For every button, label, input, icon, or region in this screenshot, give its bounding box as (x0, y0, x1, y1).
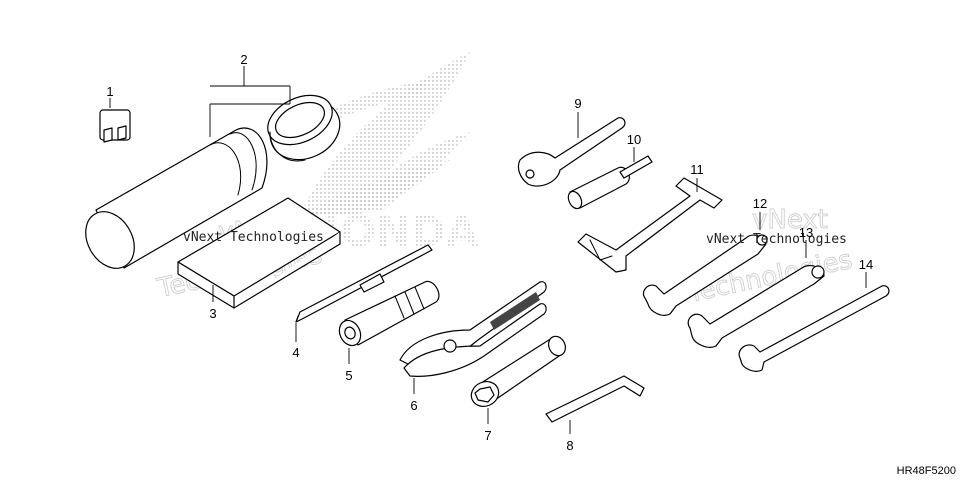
part-9-pin-spanner (517, 117, 626, 187)
watermark-word1-right: vNext (752, 205, 828, 235)
callout-12: 12 (753, 196, 767, 211)
callout-13: 13 (799, 225, 813, 240)
part-4-screwdriver (295, 244, 433, 323)
part-11-frame-wrench (577, 177, 723, 273)
part-7-box-wrench (470, 335, 566, 407)
callout-2: 2 (240, 52, 247, 67)
callout-3: 3 (209, 306, 216, 321)
callout-7: 7 (484, 428, 491, 443)
callout-9: 9 (574, 96, 581, 111)
part-12-wrench (642, 234, 768, 316)
callout-11: 11 (690, 162, 704, 177)
part-14-bar-wrench (738, 285, 890, 372)
part-1-fuse (99, 109, 131, 143)
part-2-band (267, 94, 341, 162)
callout-14: 14 (859, 257, 873, 272)
part-13-wrench (687, 264, 825, 348)
diagram-code: HR48F5200 (897, 465, 956, 477)
part-6-pliers (399, 281, 547, 377)
part-2-tool-bag (85, 127, 268, 269)
callout-8: 8 (566, 438, 573, 453)
part-2-bracket-lead (209, 66, 291, 137)
callout-4: 4 (292, 345, 299, 360)
brand-wing-logo: HONDA (300, 52, 479, 256)
part-5-handle (338, 280, 440, 347)
watermark-small-right: vNext Technologies (706, 232, 847, 247)
callout-6: 6 (410, 398, 417, 413)
callout-10: 10 (627, 132, 641, 147)
watermark-small-left: vNext Technologies (183, 230, 324, 245)
part-3-manual (177, 197, 341, 309)
callout-1: 1 (106, 84, 113, 99)
part-10-plug-socket (567, 155, 653, 210)
callout-5: 5 (345, 368, 352, 383)
part-8-hex-key (545, 375, 645, 423)
